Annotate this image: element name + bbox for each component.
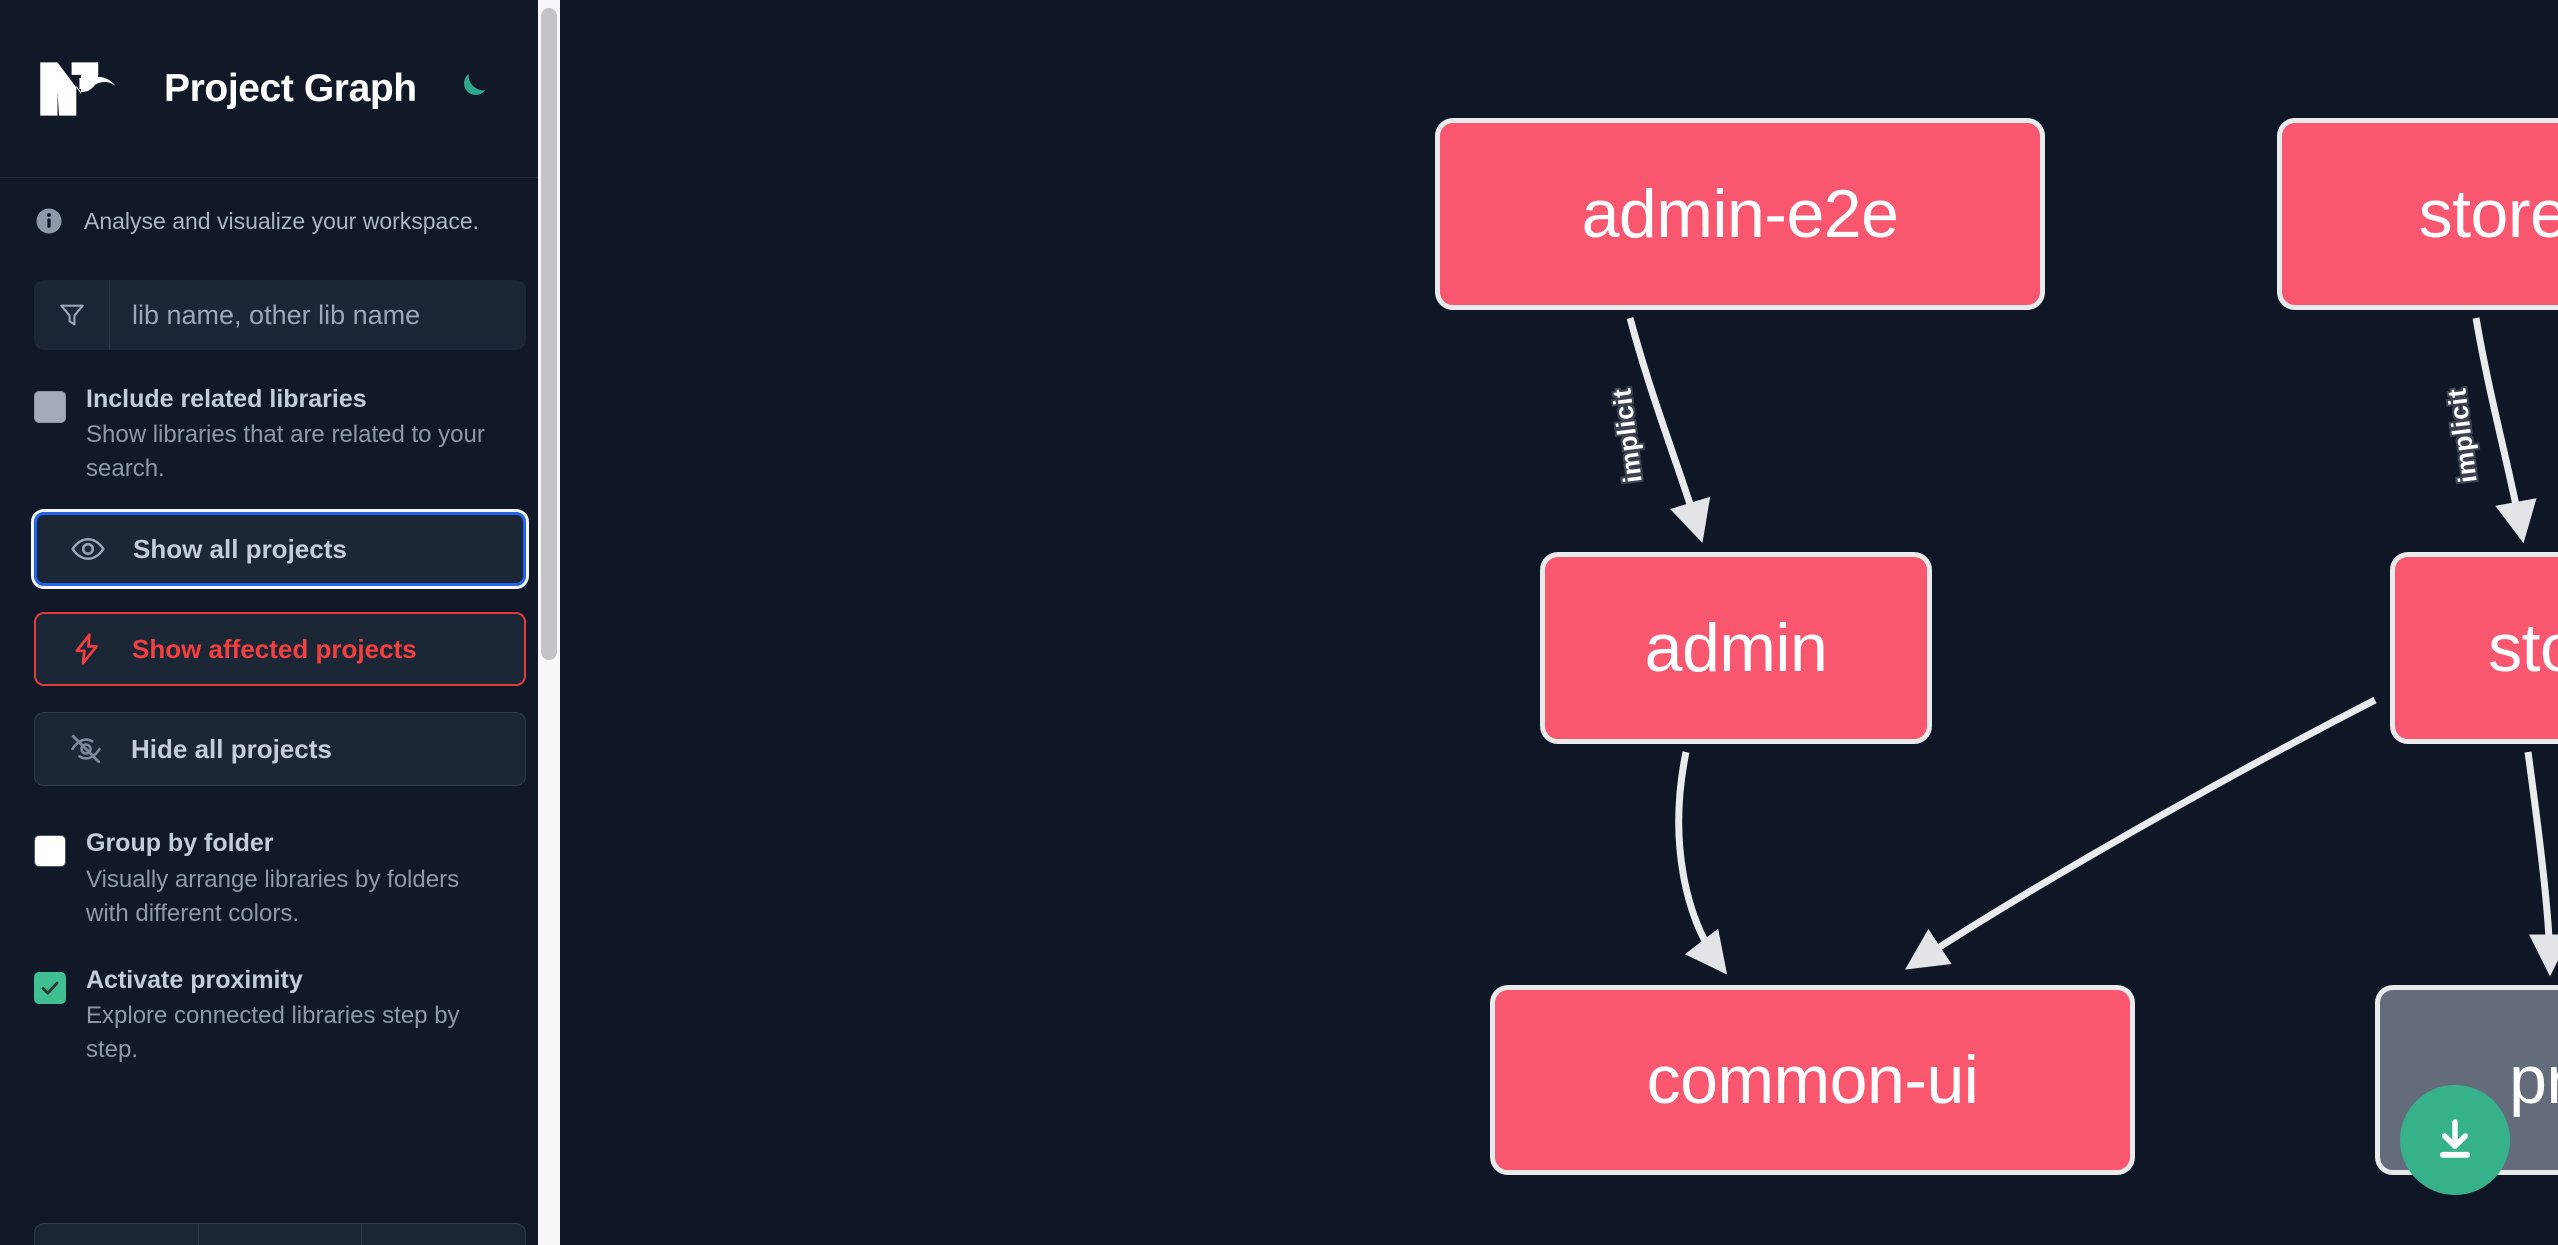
checkmark-icon — [41, 981, 59, 995]
graph-node-store[interactable]: store — [2390, 552, 2558, 744]
info-circle-icon — [34, 206, 64, 236]
activate-proximity-checkbox[interactable] — [34, 971, 66, 1004]
segment-2[interactable] — [199, 1224, 363, 1245]
sidebar: Project Graph Analyse and visualize your… — [0, 0, 560, 1245]
search-field-wrapper[interactable] — [34, 280, 526, 350]
proximity-step-segmented-control[interactable] — [34, 1223, 526, 1245]
activate-proximity-row[interactable]: Activate proximity Explore connected lib… — [34, 967, 526, 1067]
segment-1[interactable] — [35, 1224, 199, 1245]
group-by-folder-checkbox[interactable] — [34, 835, 66, 868]
sidebar-body: Include related libraries Show libraries… — [0, 280, 560, 1245]
sidebar-scrollbar-thumb[interactable] — [541, 8, 557, 660]
show-all-projects-button[interactable]: Show all projects — [31, 509, 529, 590]
activate-proximity-label: Activate proximity — [86, 965, 303, 994]
sidebar-info: Analyse and visualize your workspace. — [0, 178, 560, 236]
sidebar-header: Project Graph — [0, 0, 560, 178]
graph-node-label: store-e2e — [2418, 176, 2558, 252]
graph-node-store-e2e[interactable]: store-e2e — [2277, 118, 2558, 310]
hide-all-projects-button[interactable]: Hide all projects — [34, 712, 526, 787]
include-related-libraries-description: Show libraries that are related to your … — [86, 421, 485, 483]
group-by-folder-label: Group by folder — [86, 829, 274, 858]
project-visibility-buttons: Show all projects Show affected projects — [31, 509, 529, 787]
graph-node-label: common-ui — [1646, 1042, 1979, 1118]
moon-icon-svg — [463, 73, 485, 95]
graph-node-label: products — [2509, 1042, 2558, 1118]
activate-proximity-text: Activate proximity Explore connected lib… — [86, 967, 506, 1067]
download-graph-button[interactable] — [2400, 1085, 2510, 1195]
eye-icon — [69, 530, 107, 568]
filter-funnel-icon — [34, 280, 110, 350]
edge-store-e2e-store — [2472, 317, 2537, 544]
include-related-libraries-text: Include related libraries Show libraries… — [86, 386, 506, 486]
include-related-libraries-row[interactable]: Include related libraries Show libraries… — [34, 386, 526, 486]
activate-proximity-description: Explore connected libraries step by step… — [86, 1002, 460, 1064]
group-by-folder-row[interactable]: Group by folder Visually arrange librari… — [34, 830, 526, 930]
hide-all-projects-label: Hide all projects — [131, 733, 332, 764]
sidebar-scrollbar[interactable] — [538, 0, 560, 1245]
include-related-libraries-label: Include related libraries — [86, 385, 367, 413]
graph-node-admin[interactable]: admin — [1540, 552, 1932, 744]
edge-admin-e2e-admin — [1626, 317, 1711, 544]
sidebar-info-text: Analyse and visualize your workspace. — [84, 207, 480, 234]
moon-icon[interactable] — [447, 66, 493, 112]
show-all-projects-label: Show all projects — [133, 533, 347, 564]
graph-node-common-ui[interactable]: common-ui — [1490, 985, 2135, 1175]
graph-node-label: admin — [1644, 610, 1828, 686]
graph-node-label: admin-e2e — [1581, 176, 1899, 252]
nx-logo-icon — [34, 56, 128, 122]
show-affected-projects-label: Show affected projects — [132, 633, 417, 664]
edge-admin-common-ui — [1675, 751, 1728, 975]
graph-edges-layer — [1626, 317, 2558, 977]
search-input[interactable] — [110, 280, 526, 350]
download-icon — [2439, 1119, 2471, 1158]
include-related-libraries-checkbox[interactable] — [34, 391, 66, 423]
group-by-folder-description: Visually arrange libraries by folders wi… — [86, 865, 460, 927]
page-title: Project Graph — [164, 66, 417, 110]
eye-off-icon — [67, 730, 105, 768]
edge-store-common-ui — [1904, 696, 2377, 970]
segment-3[interactable] — [362, 1224, 525, 1245]
show-affected-projects-button[interactable]: Show affected projects — [34, 612, 526, 687]
lightning-bolt-icon — [68, 630, 106, 668]
graph-node-admin-e2e[interactable]: admin-e2e — [1435, 118, 2045, 310]
graph-node-label: store — [2488, 610, 2558, 686]
edge-store-products — [2524, 751, 2558, 977]
group-by-folder-text: Group by folder Visually arrange librari… — [86, 830, 506, 930]
graph-canvas[interactable]: admin-e2e store-e2e admin store common-u… — [560, 0, 2558, 1245]
